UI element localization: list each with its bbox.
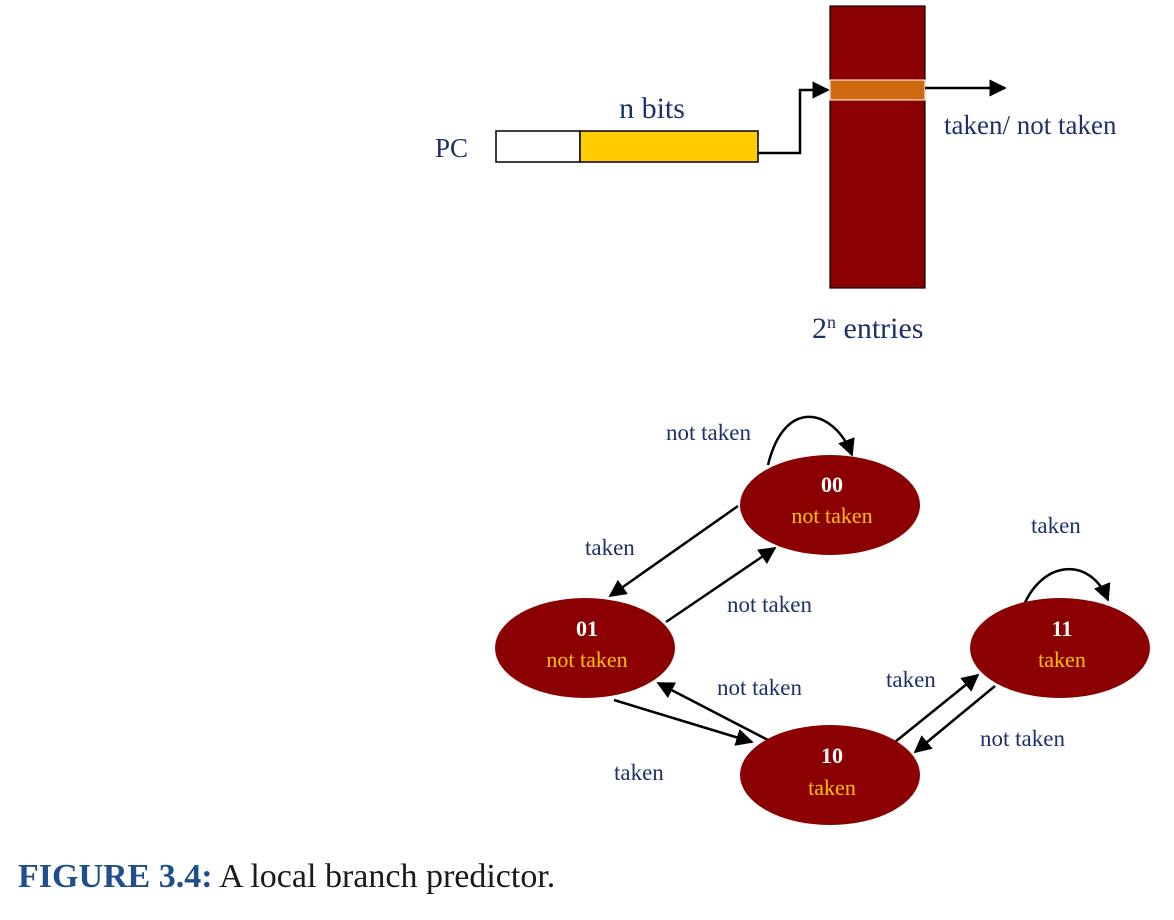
- state-11-code: 11: [1052, 616, 1073, 641]
- output-label: taken/ not taken: [944, 110, 1117, 140]
- state-01-prediction: not taken: [546, 647, 627, 672]
- pc-label: PC: [435, 133, 468, 163]
- edge-00-00: [766, 415, 855, 466]
- state-00-node: [740, 455, 920, 555]
- state-01: 01 not taken: [495, 598, 675, 698]
- entries-label: 2n entries: [812, 312, 923, 345]
- state-11-node: [970, 598, 1150, 698]
- state-00-prediction: not taken: [791, 503, 872, 528]
- edge-00-01: [608, 504, 739, 598]
- state-10-code: 10: [821, 743, 843, 768]
- edge-01-00: [665, 546, 777, 624]
- edge-11-11: [1020, 567, 1111, 611]
- edge-label-00-01: taken: [585, 535, 635, 560]
- state-01-node: [495, 598, 675, 698]
- state-00-code: 00: [821, 472, 843, 497]
- edge-11-10: [913, 685, 996, 754]
- state-10-prediction: taken: [808, 775, 856, 800]
- edge-10-01: [656, 681, 769, 742]
- edge-label-10-11: taken: [886, 667, 936, 692]
- edge-label-10-01: not taken: [717, 675, 802, 700]
- pc-upper-bits: [495, 130, 581, 163]
- edge-label-11-10: not taken: [980, 726, 1065, 751]
- table-body: [829, 5, 926, 289]
- edge-label-00-00: not taken: [666, 420, 751, 445]
- selected-entry: [829, 79, 926, 101]
- prediction-table: 2n entries: [812, 5, 926, 345]
- edge-label-01-00: not taken: [727, 592, 812, 617]
- state-00: 00 not taken: [740, 455, 920, 555]
- state-10-node: [740, 725, 920, 825]
- n-bits-label: n bits: [619, 92, 685, 125]
- edge-10-11: [894, 673, 980, 743]
- edge-label-11-11: taken: [1031, 513, 1081, 538]
- pc-index-bits: [579, 130, 759, 163]
- edge-01-10: [613, 698, 754, 746]
- figure-number: FIGURE 3.4:: [18, 858, 213, 895]
- state-11-prediction: taken: [1038, 647, 1086, 672]
- state-01-code: 01: [576, 616, 598, 641]
- caption-text: A local branch predictor.: [212, 858, 556, 895]
- index-arrow: [758, 81, 830, 155]
- pc-register: PC n bits: [435, 92, 759, 163]
- state-11: 11 taken: [970, 598, 1150, 698]
- figure-caption: FIGURE 3.4: A local branch predictor.: [18, 858, 555, 896]
- edge-label-01-10: taken: [614, 760, 664, 785]
- state-10: 10 taken: [740, 725, 920, 825]
